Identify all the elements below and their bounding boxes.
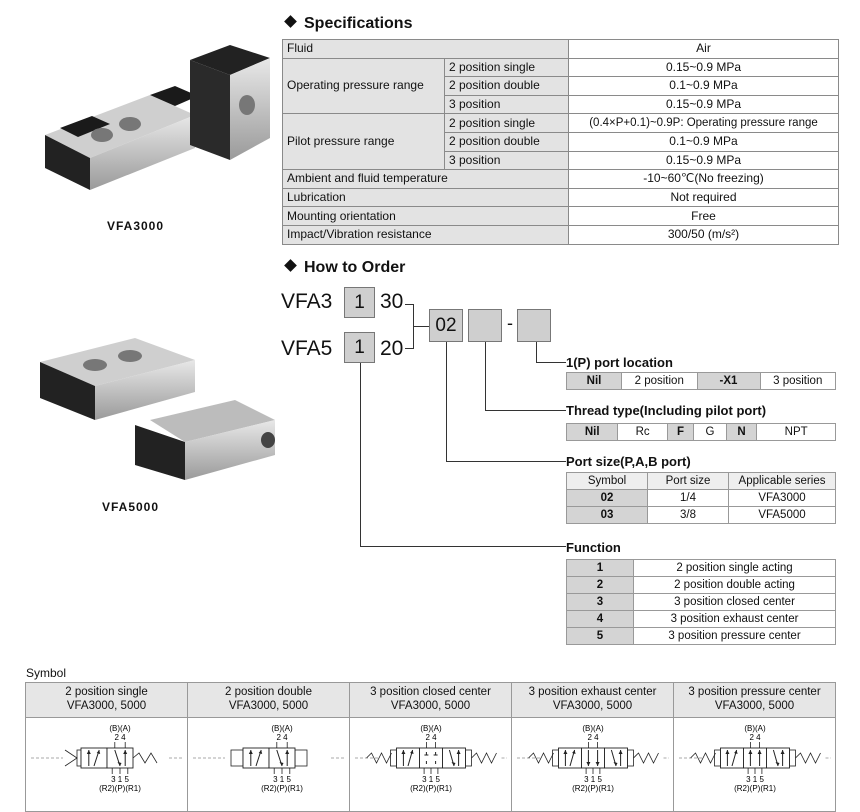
svg-text:2 4: 2 4 <box>749 733 761 742</box>
valve-symbol-3: (B)(A)2 4 3 1 5(R2)(P)(R1) <box>354 724 507 793</box>
table-row: 03 3/8 VFA5000 <box>566 506 836 524</box>
table-row: 2 2 position double acting <box>566 576 836 594</box>
function-title: Function <box>566 540 621 555</box>
valve-symbol-cell: (B)(A)2 4 3 1 5(R2)(P)(R1) <box>187 717 350 812</box>
svg-text:3 1 5: 3 1 5 <box>111 775 129 784</box>
port-location-table: Nil 2 position -X1 3 position <box>566 372 836 390</box>
port-size-box: 02 <box>429 309 463 342</box>
svg-text:(B)(A): (B)(A) <box>744 724 766 733</box>
table-row: Lubrication Not required <box>282 187 839 208</box>
svg-text:3 1 5: 3 1 5 <box>746 775 764 784</box>
table-row: Fluid Air <box>282 39 839 59</box>
valve-symbol-cell: (B)(A)2 4 3 1 5(R2)(P)(R1) <box>349 717 512 812</box>
diamond-icon <box>284 15 297 28</box>
valve-symbol-1: (B)(A)2 4 3 1 5(R2)(P)(R1) <box>30 724 183 793</box>
svg-text:2 4: 2 4 <box>425 733 437 742</box>
specifications-title: Specifications <box>284 15 412 33</box>
svg-text:(R2)(P)(R1): (R2)(P)(R1) <box>572 784 614 793</box>
svg-text:3 1 5: 3 1 5 <box>584 775 602 784</box>
table-row: Pilot pressure range 2 position single (… <box>282 113 839 171</box>
svg-text:(R2)(P)(R1): (R2)(P)(R1) <box>734 784 776 793</box>
table-row: Impact/Vibration resistance 300/50 (m/s²… <box>282 224 839 245</box>
svg-text:3 1 5: 3 1 5 <box>422 775 440 784</box>
table-row: 1 2 position single acting <box>566 559 836 577</box>
model-prefix-vfa5: VFA5 <box>281 337 333 360</box>
svg-text:2 4: 2 4 <box>114 733 126 742</box>
valve-symbol-cell: (B)(A)2 4 3 1 5(R2)(P)(R1) <box>673 717 836 812</box>
valve-symbol-2: (B)(A)2 4 3 1 5(R2)(P)(R1) <box>192 724 345 793</box>
vfa3000-photo <box>45 45 270 190</box>
table-row: Nil Rc F G N NPT <box>565 423 836 441</box>
svg-text:(R2)(P)(R1): (R2)(P)(R1) <box>99 784 141 793</box>
thread-type-title: Thread type(Including pilot port) <box>566 403 767 418</box>
svg-text:(B)(A): (B)(A) <box>109 724 131 733</box>
vfa5000-photo <box>40 338 275 480</box>
table-row: 02 1/4 VFA3000 <box>566 489 836 507</box>
table-row: Nil 2 position -X1 3 position <box>566 372 836 390</box>
table-row: 5 3 position pressure center <box>566 627 836 645</box>
valve-symbol-cell: (B)(A)2 4 3 1 5(R2)(P)(R1) <box>25 717 188 812</box>
code-dash: - <box>507 313 513 333</box>
svg-text:3 1 5: 3 1 5 <box>273 775 291 784</box>
valve-symbol-4: (B)(A)2 4 3 1 5(R2)(P)(R1) <box>516 724 669 793</box>
table-row: 4 3 position exhaust center <box>566 610 836 628</box>
vfa5000-caption: VFA5000 <box>102 500 160 514</box>
table-row: 3 3 position closed center <box>566 593 836 611</box>
port-location-box <box>517 309 551 342</box>
port-size-table: Symbol Port size Applicable series 02 1/… <box>566 472 836 524</box>
svg-text:(R2)(P)(R1): (R2)(P)(R1) <box>261 784 303 793</box>
port-location-title: 1(P) port location <box>566 355 673 370</box>
table-row: 2 position double 0.1~0.9 MPa <box>283 131 839 152</box>
model-suffix-30: 30 <box>380 290 404 313</box>
svg-text:(B)(A): (B)(A) <box>271 724 293 733</box>
digit-box-vfa5: 1 <box>344 332 375 363</box>
table-row: Symbol Port size Applicable series <box>566 472 836 490</box>
specifications-table: Fluid Air Operating pressure range 2 pos… <box>282 39 839 245</box>
how-to-order-title: How to Order <box>284 259 405 277</box>
svg-text:(R2)(P)(R1): (R2)(P)(R1) <box>410 784 452 793</box>
function-table: 1 2 position single acting 2 2 position … <box>566 559 836 645</box>
model-prefix-vfa3: VFA3 <box>281 290 333 313</box>
table-row: 3 position 0.15~0.9 MPa <box>283 94 839 115</box>
table-row: Ambient and fluid temperature -10~60℃(No… <box>282 169 839 189</box>
thread-type-table: Nil Rc F G N NPT <box>565 423 836 441</box>
svg-text:2 4: 2 4 <box>587 733 599 742</box>
symbol-title: Symbol <box>26 666 67 680</box>
table-row: Mounting orientation Free <box>282 206 839 226</box>
diamond-icon <box>284 259 297 272</box>
svg-text:(B)(A): (B)(A) <box>582 724 604 733</box>
model-suffix-20: 20 <box>380 337 404 360</box>
table-row: Operating pressure range 2 position sing… <box>282 57 839 115</box>
thread-type-box <box>468 309 502 342</box>
vfa3000-caption: VFA3000 <box>107 219 165 233</box>
svg-text:(B)(A): (B)(A) <box>420 724 442 733</box>
svg-text:2 4: 2 4 <box>276 733 288 742</box>
digit-box-vfa3: 1 <box>344 287 375 318</box>
valve-symbol-cell: (B)(A)2 4 3 1 5(R2)(P)(R1) <box>511 717 674 812</box>
valve-symbol-5: (B)(A)2 4 3 1 5(R2)(P)(R1) <box>678 724 831 793</box>
port-size-title: Port size(P,A,B port) <box>566 454 691 469</box>
